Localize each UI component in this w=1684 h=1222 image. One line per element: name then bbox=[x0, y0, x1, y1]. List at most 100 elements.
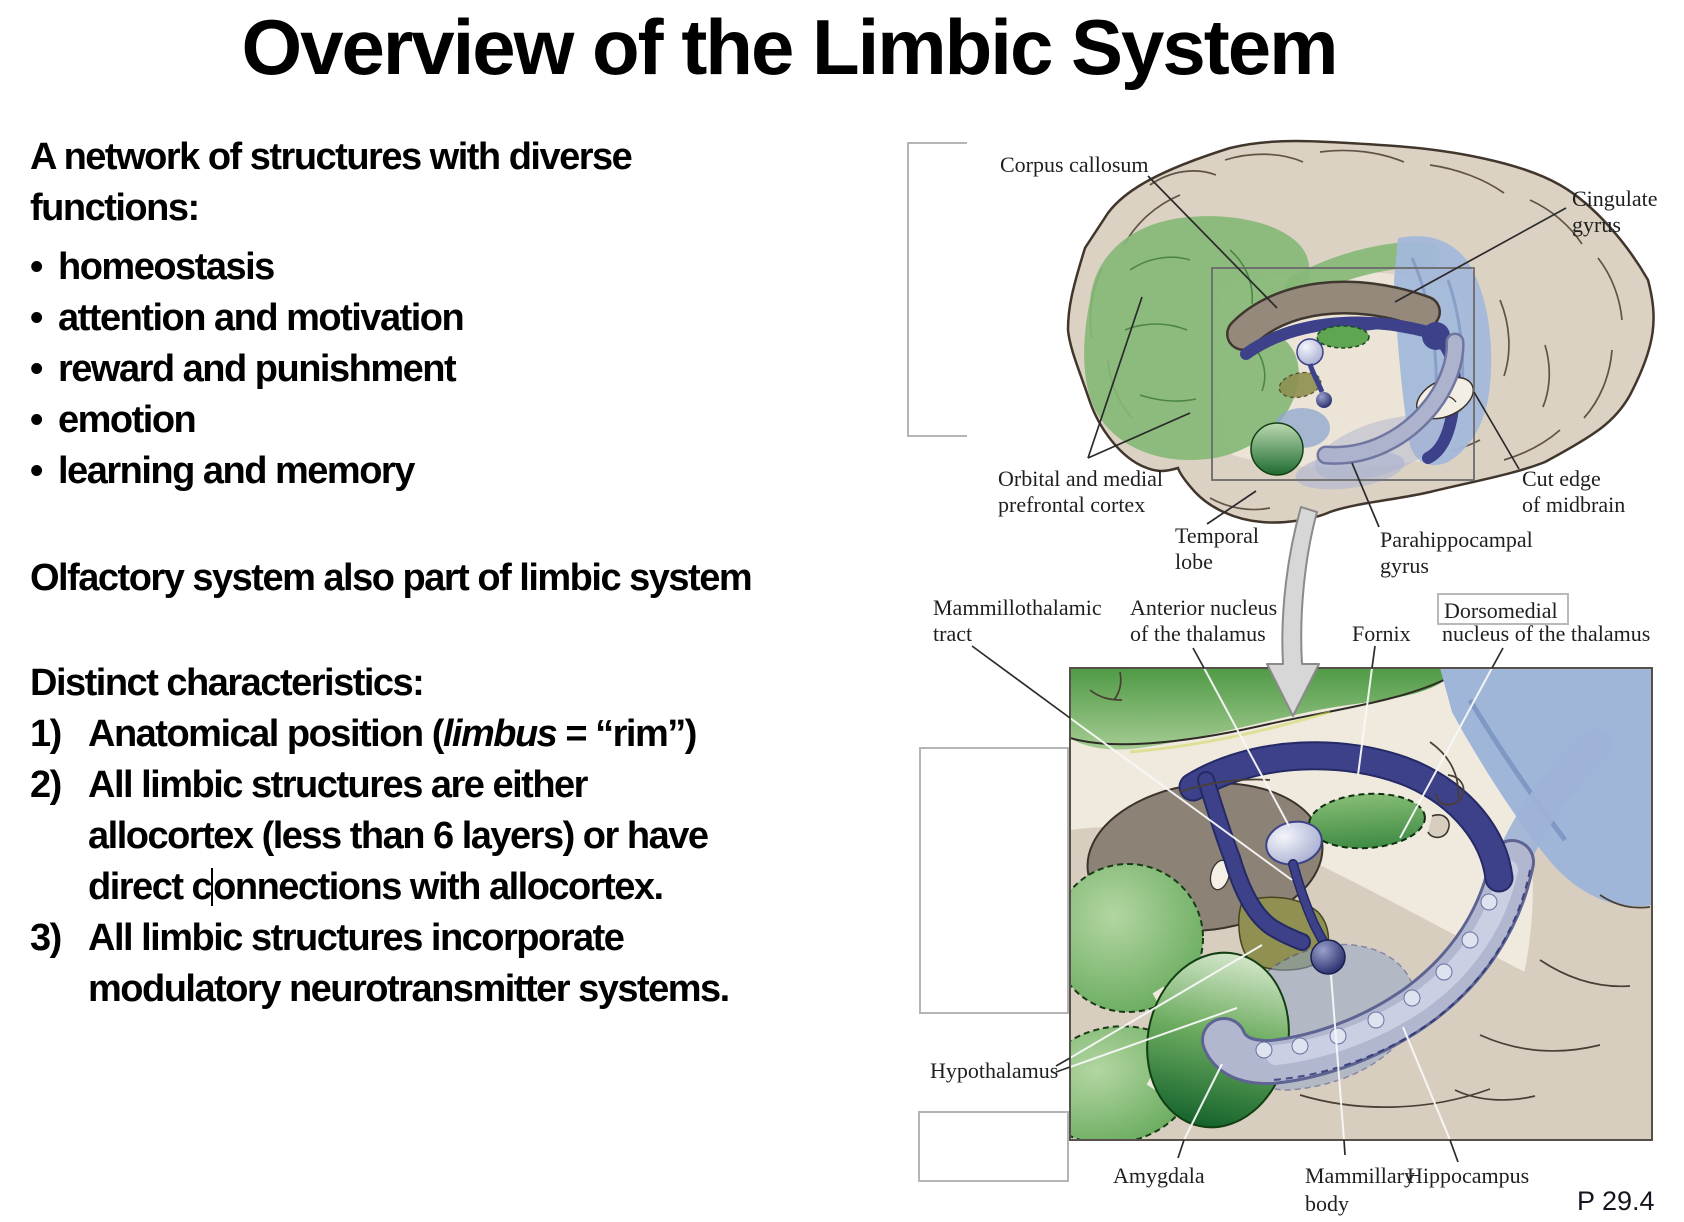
magnify-arrow bbox=[1266, 506, 1320, 717]
characteristic-item-3: 3) All limbic structures incorporate mod… bbox=[30, 913, 910, 1015]
blue-streak bbox=[1467, 698, 1568, 842]
label-hippocampus: Hippocampus bbox=[1407, 1163, 1529, 1188]
detail-sulci bbox=[1089, 671, 1651, 1108]
label-temporal-lobe: Temporal bbox=[1175, 523, 1259, 548]
intro-line-1: A network of structures with diverse bbox=[30, 136, 633, 178]
characteristic-item-2: 2) All limbic structures are either allo… bbox=[30, 760, 910, 913]
dorsomedial-label-box[interactable] bbox=[1437, 593, 1569, 625]
limbic-detail-art bbox=[1070, 668, 1652, 1140]
hippocampus-tube bbox=[1319, 335, 1463, 463]
function-label: reward and punishment bbox=[58, 348, 457, 390]
label-mammillary-body: body bbox=[1305, 1191, 1349, 1216]
item-line: allocortex (less than 6 layers) or have bbox=[88, 815, 709, 857]
label-orbital-prefrontal: Orbital and medial bbox=[998, 466, 1163, 491]
page-reference: P 29.4 bbox=[1577, 1186, 1655, 1216]
function-label: attention and motivation bbox=[58, 297, 465, 339]
list-item: • emotion bbox=[30, 395, 910, 446]
label-dorsomedial-nucleus: Dorsomedial bbox=[1444, 598, 1558, 623]
mammillary-ball bbox=[1316, 392, 1332, 408]
hook-detail bbox=[1427, 814, 1450, 839]
label-corpus-callosum: Corpus callosum bbox=[1000, 152, 1149, 177]
mammillothalamic-stalk bbox=[1307, 363, 1325, 393]
label-parahippocampal-gyrus: Parahippocampal bbox=[1380, 527, 1533, 552]
body-text-column: A network of structures with diverse fun… bbox=[30, 132, 910, 1015]
item-line: All limbic structures are either bbox=[88, 764, 588, 806]
olfactory-note: Olfactory system also part of limbic sys… bbox=[30, 557, 753, 599]
label-anterior-nucleus: of the thalamus bbox=[1130, 621, 1266, 646]
item-number: 3) bbox=[30, 917, 62, 959]
list-item: • reward and punishment bbox=[30, 344, 910, 395]
label-hypothalamus: Hypothalamus bbox=[930, 1058, 1058, 1083]
hippocampus-dashed-edge bbox=[1271, 869, 1531, 1081]
empty-label-box-bottom[interactable] bbox=[918, 1111, 1069, 1182]
label-mammillary-body: Mammillary bbox=[1305, 1163, 1415, 1188]
label-anterior-nucleus: Anterior nucleus bbox=[1130, 595, 1277, 620]
item-line: direct connections with allocortex. bbox=[88, 862, 910, 913]
bullet-icon: • bbox=[30, 297, 43, 339]
function-label: learning and memory bbox=[58, 450, 415, 492]
label-mammillothalamic-tract: Mammillothalamic bbox=[933, 595, 1102, 620]
band-edge-line bbox=[1070, 677, 1449, 746]
mammillary-body bbox=[1310, 939, 1346, 975]
function-label: homeostasis bbox=[58, 246, 275, 288]
page-title: Overview of the Limbic System bbox=[241, 3, 1338, 91]
item-number: 1) bbox=[30, 713, 62, 755]
beige-right-region bbox=[1420, 830, 1652, 1140]
label-cut-edge-midbrain: of midbrain bbox=[1522, 492, 1625, 517]
item-line: All limbic structures incorporate bbox=[88, 917, 625, 959]
bullet-icon: • bbox=[30, 450, 43, 492]
characteristics-heading: Distinct characteristics: bbox=[30, 662, 425, 704]
label-mammillothalamic-tract: tract bbox=[933, 621, 972, 646]
leader-lines-outer bbox=[971, 175, 1567, 1163]
item-text: Anatomical position (limbus = “rim”) bbox=[88, 709, 697, 760]
medial-prefrontal-green bbox=[1084, 216, 1310, 461]
bullet-icon: • bbox=[30, 348, 43, 390]
bullet-icon: • bbox=[30, 399, 43, 441]
label-temporal-lobe: lobe bbox=[1175, 549, 1213, 574]
empty-label-box-top[interactable] bbox=[907, 142, 967, 437]
label-amygdala: Amygdala bbox=[1113, 1163, 1205, 1188]
item-line: modulatory neurotransmitter systems. bbox=[88, 968, 730, 1010]
item-text-italic: limbus bbox=[442, 713, 558, 755]
list-item: • attention and motivation bbox=[30, 293, 910, 344]
label-cingulate-gyrus: Cingulate bbox=[1572, 186, 1658, 211]
list-item: • homeostasis bbox=[30, 242, 910, 293]
dorsomedial-nucleus bbox=[1308, 792, 1426, 850]
anterior-nucleus-sphere bbox=[1265, 820, 1323, 866]
amygdala-ball bbox=[1250, 422, 1304, 476]
bullet-icon: • bbox=[30, 246, 43, 288]
fornix-column bbox=[1199, 773, 1309, 949]
item-text-pre: direct c bbox=[88, 866, 213, 908]
dentate-bumps bbox=[1255, 893, 1498, 1059]
thalamus-sphere bbox=[1296, 338, 1324, 366]
item-text: All limbic structures are either allocor… bbox=[88, 760, 910, 913]
empty-label-box-middle[interactable] bbox=[919, 747, 1069, 1014]
item-text-post: = “rim”) bbox=[556, 713, 697, 755]
function-label: emotion bbox=[58, 399, 197, 441]
hypothalamus-olive bbox=[1278, 371, 1322, 399]
splenium bbox=[1422, 322, 1450, 350]
green-gyri-lines bbox=[1124, 249, 1266, 402]
list-item: • learning and memory bbox=[30, 446, 910, 497]
item-text-post: onnections with allocortex. bbox=[213, 866, 664, 908]
corpus-callosum-fill bbox=[1228, 283, 1439, 349]
item-text-pre: Anatomical position ( bbox=[88, 713, 444, 755]
anterior-nucleus-green bbox=[1316, 325, 1370, 349]
label-parahippocampal-gyrus: gyrus bbox=[1380, 553, 1429, 578]
label-cut-edge-midbrain: Cut edge bbox=[1522, 466, 1601, 491]
characteristic-item-1: 1) Anatomical position (limbus = “rim”) bbox=[30, 709, 910, 760]
leader-lines-inner bbox=[1070, 668, 1493, 1140]
fornix-arc bbox=[1180, 743, 1512, 891]
green-mass-upper bbox=[1070, 863, 1204, 1013]
whole-brain-diagram bbox=[1066, 139, 1655, 524]
label-fornix: Fornix bbox=[1352, 621, 1411, 646]
cingulate-band-detail bbox=[1070, 668, 1448, 750]
item-number: 2) bbox=[30, 764, 62, 806]
label-dorsomedial-nucleus: nucleus of the thalamus bbox=[1442, 621, 1650, 646]
functions-list: • homeostasis • attention and motivation •… bbox=[30, 242, 910, 497]
label-cingulate-gyrus: gyrus bbox=[1572, 212, 1621, 237]
zoom-region-rect bbox=[1211, 267, 1475, 481]
limbic-detail-diagram bbox=[1069, 667, 1653, 1141]
